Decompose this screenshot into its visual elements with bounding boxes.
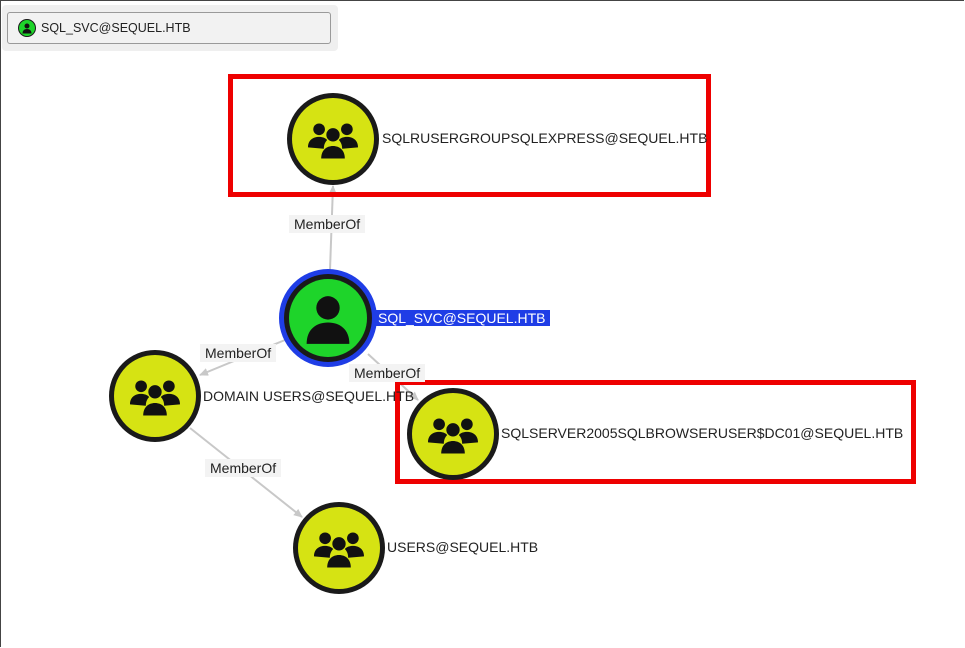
node-label-sql-svc[interactable]: SQL_SVC@SEQUEL.HTB xyxy=(374,310,550,326)
node-label-users[interactable]: USERS@SEQUEL.HTB xyxy=(387,539,539,555)
user-icon xyxy=(306,296,350,344)
user-icon xyxy=(18,19,36,37)
node-label-domain-users[interactable]: DOMAIN USERS@SEQUEL.HTB xyxy=(203,388,415,404)
edge-label-memberof: MemberOf xyxy=(205,459,282,477)
node-label-sqlusergroup[interactable]: SQLRUSERGROUPSQLEXPRESS@SEQUEL.HTB xyxy=(382,130,708,146)
node-sqlusergroup[interactable] xyxy=(287,93,379,185)
node-users[interactable] xyxy=(293,502,385,594)
node-domain-users[interactable] xyxy=(109,350,201,442)
highlight-box-sqlbrowser xyxy=(395,380,916,484)
group-icon xyxy=(314,532,364,568)
search-input[interactable]: SQL_SVC@SEQUEL.HTB xyxy=(7,12,331,44)
group-icon xyxy=(428,418,478,454)
node-label-sqlbrowser[interactable]: SQLSERVER2005SQLBROWSERUSER$DC01@SEQUEL.… xyxy=(501,425,904,441)
node-sql-svc[interactable] xyxy=(279,269,377,367)
edge-label-memberof: MemberOf xyxy=(200,344,277,362)
highlight-box-sqlusergroup xyxy=(228,74,711,197)
search-value: SQL_SVC@SEQUEL.HTB xyxy=(41,21,191,35)
node-sqlbrowser[interactable] xyxy=(407,388,499,480)
edge-label-memberof: MemberOf xyxy=(349,364,426,382)
edge-label-memberof: MemberOf xyxy=(289,215,366,233)
group-icon xyxy=(308,123,358,159)
group-icon xyxy=(130,380,180,416)
